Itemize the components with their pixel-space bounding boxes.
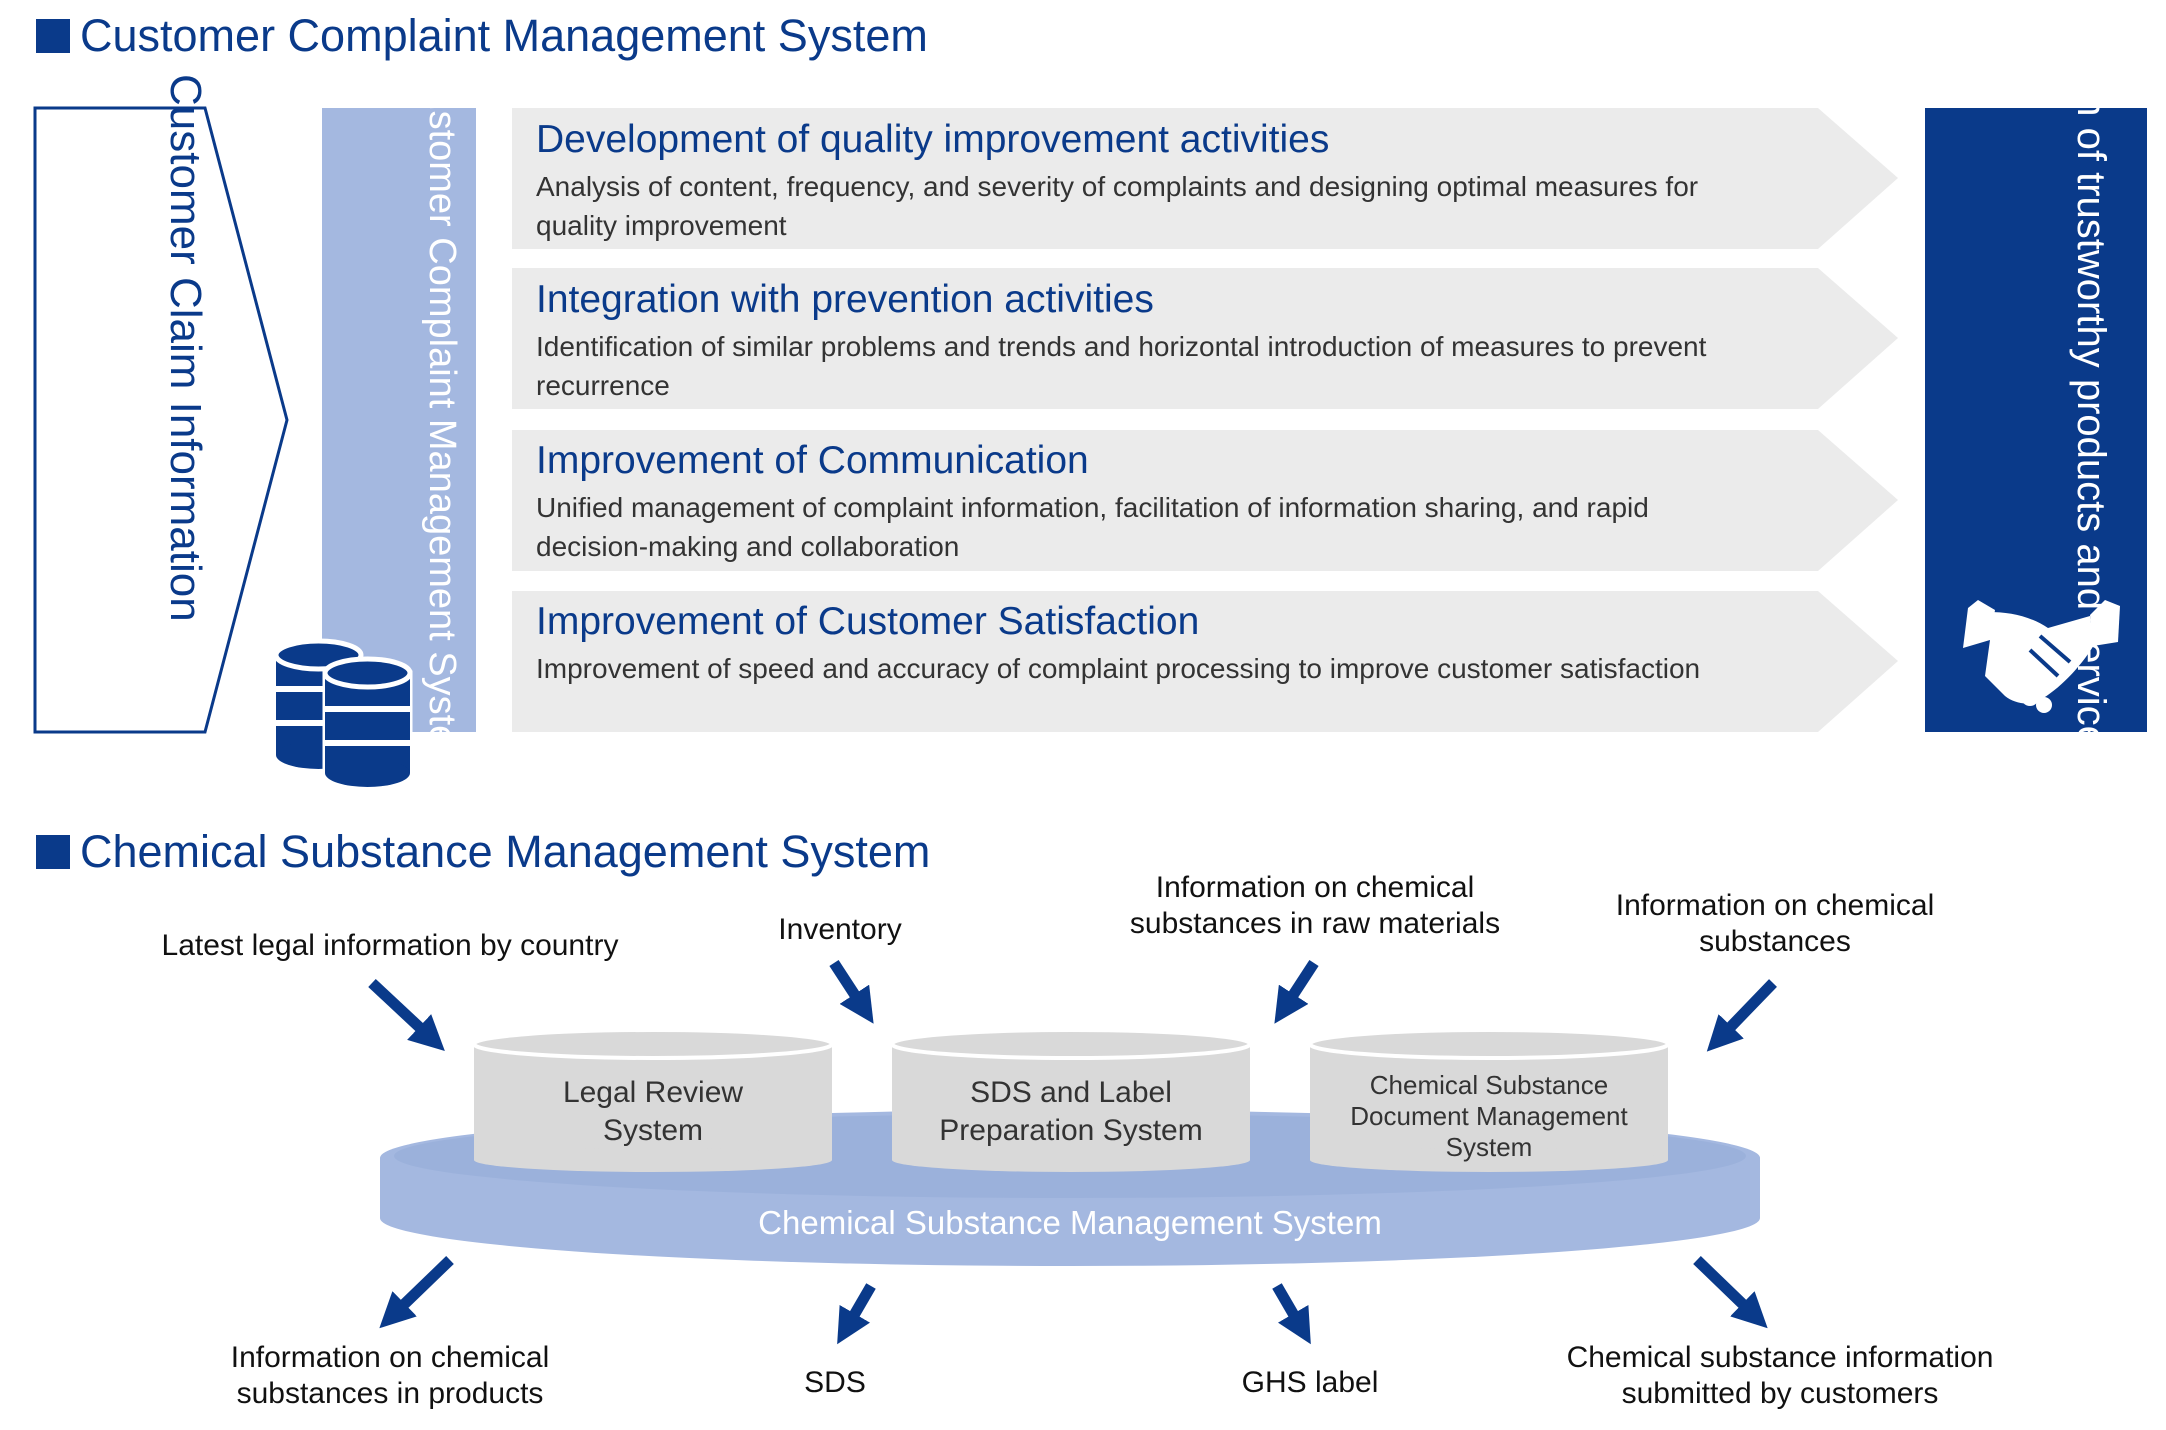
output-label-ghs: GHS label [1241, 1366, 1379, 1399]
cylinder-legal-review [472, 1028, 834, 1172]
system-label-document-management: Chemical Substance Document Management S… [1350, 1070, 1628, 1162]
activity-desc: Analysis of content, frequency, and seve… [536, 171, 1699, 241]
output-label-sds: SDS [804, 1366, 866, 1399]
system-bar [322, 108, 476, 732]
output-arrow-4 [1693, 1256, 1768, 1329]
cylinder-document-management [1308, 1028, 1670, 1172]
output-label-products: Information on chemical substances in pr… [230, 1341, 550, 1410]
output-arrow-1 [379, 1256, 454, 1329]
system-label-legal-review: Legal Review System [562, 1076, 744, 1147]
activity-title: Development of quality improvement activ… [536, 118, 1330, 161]
square-bullet-icon [36, 19, 70, 53]
cylinder-sds-label [890, 1028, 1252, 1172]
input-label-legal: Latest legal information by country [161, 929, 619, 962]
activity-title: Improvement of Customer Satisfaction [536, 600, 1200, 643]
claim-input-label: Customer Claim Information [161, 74, 210, 622]
input-arrow-1 [368, 978, 445, 1052]
output-label: Provision of trustworthy products and se… [2069, 0, 2113, 768]
activity-chevron-2 [512, 268, 1898, 409]
activity-3: Improvement of Communication Unified man… [536, 437, 1816, 566]
output-label-customers: Chemical substance information submitted… [1566, 1341, 1994, 1410]
activity-title: Improvement of Communication [536, 439, 1089, 482]
input-arrow-2 [829, 959, 874, 1024]
output-arrow-2 [837, 1283, 876, 1345]
activity-chevron-1 [512, 108, 1898, 249]
input-arrow-4 [1706, 979, 1777, 1052]
activity-chevron-3 [512, 430, 1898, 571]
input-arrow-3 [1274, 959, 1319, 1024]
output-arrow-3 [1272, 1283, 1311, 1345]
activity-desc: Identification of similar problems and t… [536, 331, 1707, 401]
square-bullet-icon [36, 835, 70, 869]
activity-4: Improvement of Customer Satisfaction Imp… [536, 598, 1816, 688]
handshake-icon [1963, 600, 2120, 713]
activity-1: Development of quality improvement activ… [536, 116, 1816, 245]
chemical-section-title: Chemical Substance Management System [36, 826, 930, 878]
input-label-inventory: Inventory [778, 913, 902, 946]
activity-2: Integration with prevention activities I… [536, 276, 1816, 405]
system-bar-label: Customer Complaint Management System [421, 62, 463, 778]
base-platform-label: Chemical Substance Management System [758, 1204, 1382, 1241]
system-label-sds-label: SDS and Label Preparation System [939, 1076, 1203, 1147]
activity-chevron-4 [512, 591, 1898, 732]
database-icon [273, 638, 413, 787]
activity-desc: Unified management of complaint informat… [536, 492, 1649, 562]
activity-desc: Improvement of speed and accuracy of com… [536, 653, 1701, 684]
claim-input-arrow-shape [33, 106, 289, 734]
complaint-section-title: Customer Complaint Management System [36, 10, 928, 62]
input-label-raw-materials: Information on chemical substances in ra… [1129, 871, 1501, 940]
activity-title: Integration with prevention activities [536, 278, 1154, 321]
input-label-chemical-info: Information on chemical substances [1615, 889, 1935, 958]
